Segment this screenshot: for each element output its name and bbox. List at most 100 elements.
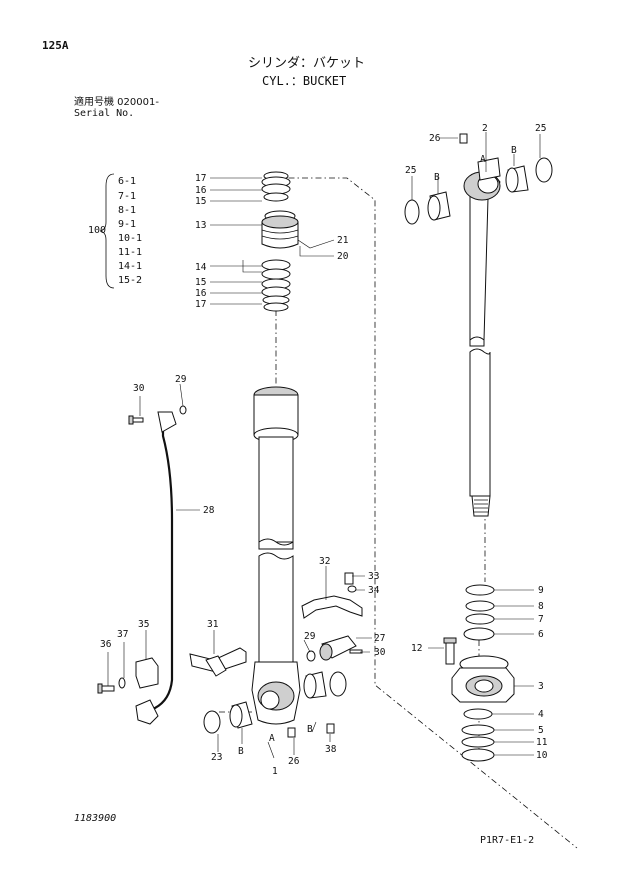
callout-5: 5 bbox=[538, 725, 544, 736]
seal-ring-25-right bbox=[535, 157, 553, 183]
seal-ring-14-stack bbox=[261, 259, 291, 312]
ring-11 bbox=[461, 736, 495, 748]
callout-32: 32 bbox=[319, 556, 330, 567]
bolt-33 bbox=[344, 572, 354, 585]
callout-23: 23 bbox=[211, 752, 222, 763]
callout-17: 17 bbox=[195, 299, 206, 310]
bushing-b-left bbox=[229, 701, 253, 729]
callout-37: 37 bbox=[117, 629, 128, 640]
kit-item: 10-1 bbox=[118, 233, 143, 244]
kit-label: 100 bbox=[88, 225, 107, 236]
callout-27: 27 bbox=[374, 633, 385, 644]
page-code: 125A bbox=[42, 39, 69, 52]
callout-35: 35 bbox=[138, 619, 149, 630]
callout-8: 8 bbox=[538, 601, 544, 612]
bolt-30 bbox=[128, 415, 144, 425]
ring-6 bbox=[463, 627, 495, 641]
seal-ring-17-top bbox=[261, 171, 291, 202]
callout-25: 25 bbox=[405, 165, 416, 176]
callout-2: 2 bbox=[482, 123, 488, 134]
ring-4 bbox=[463, 708, 493, 720]
ring-9 bbox=[465, 584, 495, 596]
callout-b: B bbox=[511, 145, 517, 156]
bushing-b-rod-left bbox=[427, 191, 451, 221]
callout-25: 25 bbox=[535, 123, 546, 134]
ring-5 bbox=[461, 724, 495, 736]
piston-13 bbox=[261, 210, 299, 249]
kit-item: 8-1 bbox=[118, 205, 137, 216]
callout-31: 31 bbox=[207, 619, 219, 630]
bolt-12 bbox=[443, 637, 457, 665]
ring-7 bbox=[465, 613, 495, 625]
grease-fitting-26-top bbox=[459, 133, 468, 144]
callout-30: 30 bbox=[133, 383, 145, 394]
callout-a: A bbox=[269, 733, 275, 744]
callout-6: 6 bbox=[538, 629, 544, 640]
callout-20: 20 bbox=[337, 251, 349, 262]
callout-17: 17 bbox=[195, 173, 206, 184]
callout-28: 28 bbox=[203, 505, 215, 516]
callout-38: 38 bbox=[325, 744, 337, 755]
callout-b: B bbox=[238, 746, 244, 757]
bolt-30-mid bbox=[349, 649, 363, 654]
seal-ring-25-left bbox=[404, 199, 420, 225]
serial-english: Serial No. bbox=[74, 108, 135, 119]
rod-cover-3 bbox=[451, 655, 515, 703]
callout-b: B bbox=[307, 724, 313, 735]
callout-21: 21 bbox=[337, 235, 349, 246]
callout-7: 7 bbox=[538, 614, 544, 625]
bushing-b-rod-right bbox=[505, 165, 529, 193]
cylinder-tube bbox=[251, 386, 301, 725]
callout-4: 4 bbox=[538, 709, 544, 720]
callout-16: 16 bbox=[195, 288, 207, 299]
fitting-27 bbox=[319, 635, 357, 661]
bolt-36 bbox=[97, 683, 115, 694]
washer-34 bbox=[347, 585, 357, 593]
grease-fitting-38 bbox=[326, 723, 335, 734]
ring-8 bbox=[465, 600, 495, 612]
kit-item: 7-1 bbox=[118, 191, 137, 202]
seal-ring-right bbox=[329, 671, 347, 697]
washer-29 bbox=[179, 405, 187, 415]
pin-head bbox=[477, 157, 501, 181]
callout-16: 16 bbox=[195, 185, 207, 196]
washer-37 bbox=[118, 677, 126, 689]
bracket-31 bbox=[189, 647, 247, 677]
bracket-32 bbox=[301, 595, 363, 619]
callout-15: 15 bbox=[195, 196, 206, 207]
kit-item: 9-1 bbox=[118, 219, 137, 230]
callout-29: 29 bbox=[175, 374, 187, 385]
callout-b: B bbox=[434, 172, 440, 183]
clamp-35 bbox=[135, 657, 159, 689]
callout-11: 11 bbox=[536, 737, 548, 748]
callout-9: 9 bbox=[538, 585, 544, 596]
kit-item: 14-1 bbox=[118, 261, 143, 272]
title-japanese: シリンダ：バケット bbox=[248, 56, 366, 71]
callout-14: 14 bbox=[195, 262, 207, 273]
kit-item: 15-2 bbox=[118, 275, 143, 286]
callout-33: 33 bbox=[368, 571, 379, 582]
callout-26: 26 bbox=[288, 756, 300, 767]
callout-29: 29 bbox=[304, 631, 316, 642]
drawing-number: 1183900 bbox=[74, 813, 117, 824]
title-english: CYL.：BUCKET bbox=[262, 74, 347, 88]
callout-a: A bbox=[480, 154, 486, 165]
assembly-line bbox=[275, 177, 578, 849]
grease-fitting-26 bbox=[287, 727, 296, 738]
pipe-28 bbox=[135, 411, 177, 725]
callout-13: 13 bbox=[195, 220, 206, 231]
callout-36: 36 bbox=[100, 639, 112, 650]
callout-30: 30 bbox=[374, 647, 386, 658]
callout-15: 15 bbox=[195, 277, 206, 288]
kit-item: 6-1 bbox=[118, 176, 137, 187]
piston-rod bbox=[463, 171, 501, 517]
callout-12: 12 bbox=[411, 643, 422, 654]
callout-10: 10 bbox=[536, 750, 548, 761]
callout-34: 34 bbox=[368, 585, 380, 596]
callout-3: 3 bbox=[538, 681, 544, 692]
callout-1: 1 bbox=[272, 766, 278, 777]
kit-item: 11-1 bbox=[118, 247, 143, 258]
serial-japanese: 適用号機 020001- bbox=[74, 97, 159, 108]
kit-bracket bbox=[99, 173, 115, 289]
